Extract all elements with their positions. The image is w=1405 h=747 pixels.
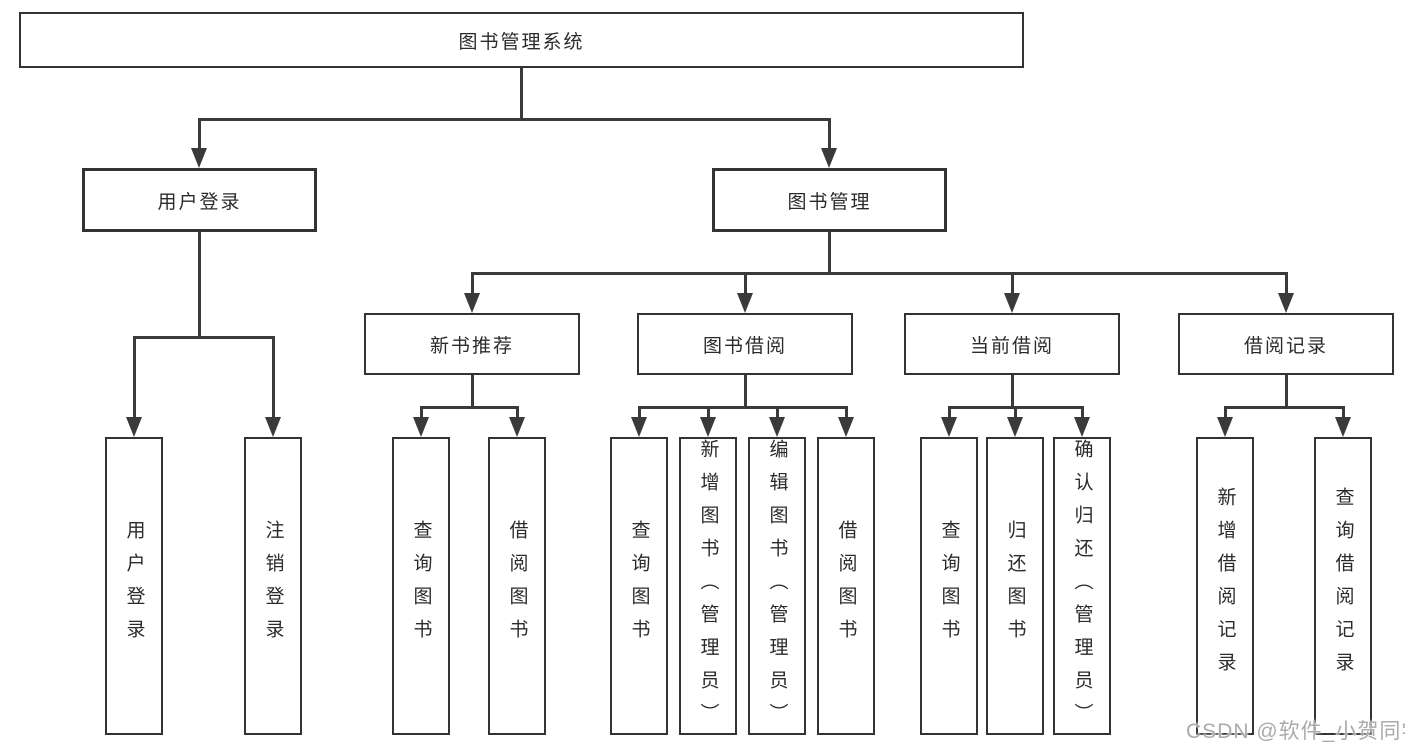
node-label: 查询借阅记录 xyxy=(1332,487,1354,685)
arrow-down-icon xyxy=(838,417,854,437)
leaf-query-books-borrow: 查询图书 xyxy=(610,437,668,735)
node-label: 查询图书 xyxy=(938,520,960,652)
arrow-down-icon xyxy=(191,148,207,168)
arrow-down-icon xyxy=(1007,417,1023,437)
arrow-down-icon xyxy=(821,148,837,168)
connector-hline xyxy=(420,406,519,409)
connector-vline xyxy=(828,232,831,272)
connector-hline xyxy=(133,336,275,339)
arrow-down-icon xyxy=(1004,293,1020,313)
connector-hline xyxy=(638,406,847,409)
csdn-watermark: CSDN @软件_小贺同学 xyxy=(1186,720,1405,743)
node-label: 借阅图书 xyxy=(506,520,528,652)
connector-vline xyxy=(1285,375,1288,406)
connector-vline xyxy=(1014,406,1017,417)
node-label: 确认归还（管理员） xyxy=(1071,439,1093,736)
arrow-down-icon xyxy=(769,417,785,437)
leaf-edit-book-admin: 编辑图书（管理员） xyxy=(748,437,806,736)
arrow-down-icon xyxy=(1217,417,1233,437)
arrow-down-icon xyxy=(700,417,716,437)
arrow-down-icon xyxy=(509,417,525,437)
arrow-down-icon xyxy=(1074,417,1090,437)
node-label: 图书借阅 xyxy=(702,335,787,357)
leaf-borrow-books-recommend: 借阅图书 xyxy=(488,437,546,735)
connector-vline xyxy=(1011,272,1014,293)
arrow-down-icon xyxy=(1335,417,1351,437)
node-user-login: 用户登录 xyxy=(82,168,317,232)
node-label: 用户登录 xyxy=(123,520,145,652)
node-label: 当前借阅 xyxy=(969,335,1054,357)
arrow-down-icon xyxy=(737,293,753,313)
node-label: 查询图书 xyxy=(410,520,432,652)
connector-vline xyxy=(420,406,423,417)
connector-vline xyxy=(520,68,523,118)
node-label: 新增图书（管理员） xyxy=(697,439,719,736)
connector-vline xyxy=(744,272,747,293)
arrow-down-icon xyxy=(265,417,281,437)
node-book-management: 图书管理 xyxy=(712,168,947,232)
leaf-add-book-admin: 新增图书（管理员） xyxy=(679,437,737,736)
node-label: 图书管理 xyxy=(787,191,872,213)
connector-vline xyxy=(744,375,747,406)
connector-hline xyxy=(471,272,1287,275)
connector-vline xyxy=(1285,272,1288,293)
leaf-borrow-books-borrow: 借阅图书 xyxy=(817,437,875,735)
arrow-down-icon xyxy=(126,417,142,437)
connector-hline xyxy=(198,118,831,121)
connector-vline xyxy=(1081,406,1084,417)
arrow-down-icon xyxy=(631,417,647,437)
leaf-logout: 注销登录 xyxy=(244,437,302,735)
node-label: 编辑图书（管理员） xyxy=(766,439,788,736)
node-new-book-recommend: 新书推荐 xyxy=(364,313,580,375)
node-library-system: 图书管理系统 xyxy=(19,12,1024,68)
connector-vline xyxy=(1224,406,1227,417)
connector-vline xyxy=(707,406,710,417)
node-book-borrow: 图书借阅 xyxy=(637,313,853,375)
connector-vline xyxy=(845,406,848,417)
connector-hline xyxy=(1224,406,1344,409)
leaf-query-borrow-record: 查询借阅记录 xyxy=(1314,437,1372,735)
connector-vline xyxy=(198,118,201,148)
node-current-borrow: 当前借阅 xyxy=(904,313,1120,375)
connector-vline xyxy=(272,336,275,417)
node-borrow-records: 借阅记录 xyxy=(1178,313,1394,375)
connector-vline xyxy=(1342,406,1345,417)
leaf-add-borrow-record: 新增借阅记录 xyxy=(1196,437,1254,735)
node-label: 查询图书 xyxy=(628,520,650,652)
node-label: 注销登录 xyxy=(262,520,284,652)
connector-vline xyxy=(516,406,519,417)
connector-vline xyxy=(471,272,474,293)
arrow-down-icon xyxy=(464,293,480,313)
node-label: 借阅图书 xyxy=(835,520,857,652)
node-label: 用户登录 xyxy=(157,191,242,213)
node-label: 新书推荐 xyxy=(429,335,514,357)
connector-vline xyxy=(948,406,951,417)
node-label: 图书管理系统 xyxy=(458,31,585,53)
node-label: 归还图书 xyxy=(1004,520,1026,652)
connector-vline xyxy=(198,232,201,336)
leaf-query-books-current: 查询图书 xyxy=(920,437,978,735)
leaf-return-book: 归还图书 xyxy=(986,437,1044,735)
leaf-user-login: 用户登录 xyxy=(105,437,163,735)
node-label: 新增借阅记录 xyxy=(1214,487,1236,685)
node-label: 借阅记录 xyxy=(1243,335,1328,357)
connector-vline xyxy=(133,336,136,417)
connector-vline xyxy=(1011,375,1014,406)
connector-vline xyxy=(828,118,831,148)
arrow-down-icon xyxy=(1278,293,1294,313)
leaf-query-books-recommend: 查询图书 xyxy=(392,437,450,735)
arrow-down-icon xyxy=(941,417,957,437)
leaf-confirm-return-admin: 确认归还（管理员） xyxy=(1053,437,1111,736)
connector-vline xyxy=(776,406,779,417)
connector-vline xyxy=(471,375,474,406)
arrow-down-icon xyxy=(413,417,429,437)
connector-vline xyxy=(638,406,641,417)
